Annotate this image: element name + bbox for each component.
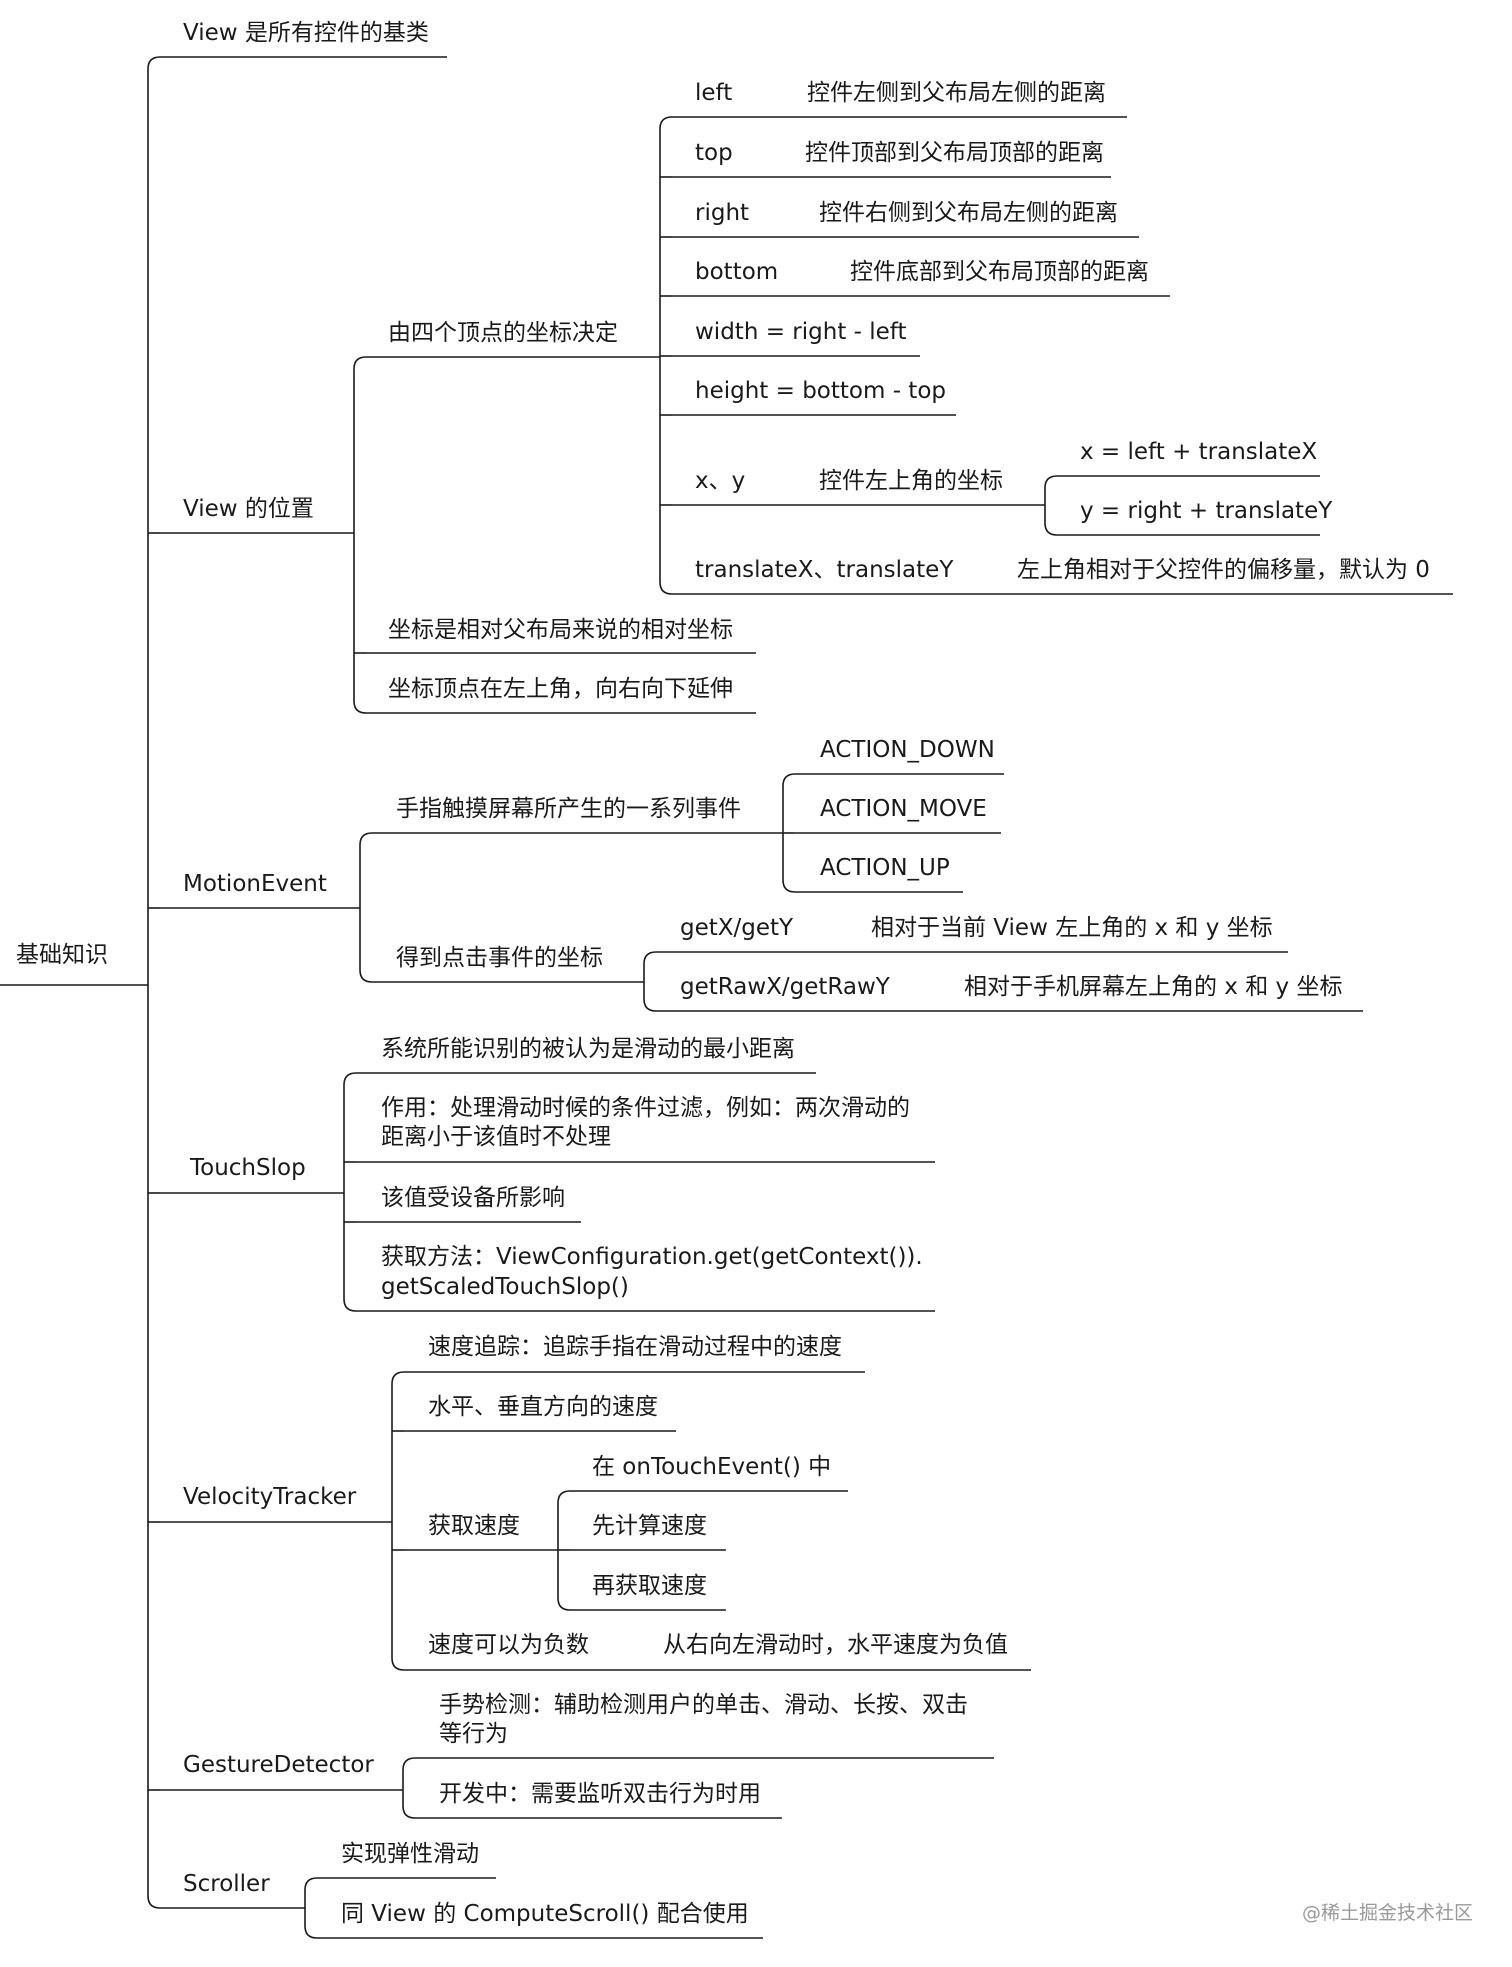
node-getraw-desc: 相对于手机屏幕左上角的 x 和 y 坐标 xyxy=(964,974,1343,1000)
node-x-formula[interactable]: x = left + translateX xyxy=(1080,439,1318,465)
node-velocity-tracker[interactable]: VelocityTracker xyxy=(183,1484,357,1510)
node-height[interactable]: height = bottom - top xyxy=(695,378,947,404)
node-getxy-desc: 相对于当前 View 左上角的 x 和 y 坐标 xyxy=(871,915,1273,941)
node-scroller[interactable]: Scroller xyxy=(183,1871,270,1897)
node-action-down[interactable]: ACTION_DOWN xyxy=(820,737,995,763)
node-top-desc: 控件顶部到父布局顶部的距离 xyxy=(805,140,1104,166)
node-get-line1[interactable]: 获取方法：ViewConfiguration.get(getContext())… xyxy=(381,1244,923,1270)
node-top-key[interactable]: top xyxy=(695,140,733,166)
node-compute-scroll[interactable]: 同 View 的 ComputeScroll() 配合使用 xyxy=(341,1901,749,1927)
node-touch-slop[interactable]: TouchSlop xyxy=(190,1155,306,1181)
node-compute-speed[interactable]: 先计算速度 xyxy=(592,1513,707,1539)
node-get-line2[interactable]: getScaledTouchSlop() xyxy=(381,1274,629,1300)
node-left-key[interactable]: left xyxy=(695,80,733,106)
node-elastic[interactable]: 实现弹性滑动 xyxy=(341,1841,479,1867)
node-detect-line1[interactable]: 手势检测：辅助检测用户的单击、滑动、长按、双击 xyxy=(439,1692,968,1718)
node-xy-key[interactable]: x、y xyxy=(695,468,746,494)
watermark: @稀土掘金技术社区 xyxy=(1302,1902,1474,1924)
node-fetch-speed[interactable]: 再获取速度 xyxy=(592,1573,707,1599)
node-translate-desc: 左上角相对于父控件的偏移量，默认为 0 xyxy=(1017,557,1430,583)
node-direction[interactable]: 水平、垂直方向的速度 xyxy=(428,1394,658,1420)
node-relative[interactable]: 坐标是相对父布局来说的相对坐标 xyxy=(388,617,733,643)
node-min-distance[interactable]: 系统所能识别的被认为是滑动的最小距离 xyxy=(381,1036,795,1062)
node-click-coords[interactable]: 得到点击事件的坐标 xyxy=(396,945,603,971)
node-bottom-desc: 控件底部到父布局顶部的距离 xyxy=(850,259,1149,285)
node-negative-key[interactable]: 速度可以为负数 xyxy=(428,1632,589,1658)
node-view-base[interactable]: View 是所有控件的基类 xyxy=(183,20,429,46)
node-detect-line2[interactable]: 等行为 xyxy=(439,1721,508,1747)
node-width[interactable]: width = right - left xyxy=(695,319,907,345)
node-xy-desc: 控件左上角的坐标 xyxy=(819,468,1003,494)
node-double-tap[interactable]: 开发中：需要监听双击行为时用 xyxy=(439,1781,761,1807)
node-by-vertices[interactable]: 由四个顶点的坐标决定 xyxy=(388,320,618,346)
node-action-up[interactable]: ACTION_UP xyxy=(820,855,950,881)
node-bottom-key[interactable]: bottom xyxy=(695,259,779,285)
node-usage-line1[interactable]: 作用：处理滑动时候的条件过滤，例如：两次滑动的 xyxy=(381,1095,910,1121)
node-getraw-key[interactable]: getRawX/getRawY xyxy=(680,974,890,1000)
node-motion-event[interactable]: MotionEvent xyxy=(183,871,327,897)
node-event-series[interactable]: 手指触摸屏幕所产生的一系列事件 xyxy=(396,796,741,822)
node-gesture-detector[interactable]: GestureDetector xyxy=(183,1752,374,1778)
node-tracking[interactable]: 速度追踪：追踪手指在滑动过程中的速度 xyxy=(428,1334,842,1360)
node-view-position[interactable]: View 的位置 xyxy=(183,496,314,522)
node-right-desc: 控件右侧到父布局左侧的距离 xyxy=(819,200,1118,226)
node-root[interactable]: 基础知识 xyxy=(16,942,108,968)
node-negative-desc: 从右向左滑动时，水平速度为负值 xyxy=(663,1632,1008,1658)
node-action-move[interactable]: ACTION_MOVE xyxy=(820,796,987,822)
node-get-speed[interactable]: 获取速度 xyxy=(428,1513,520,1539)
node-left-desc: 控件左侧到父布局左侧的距离 xyxy=(807,80,1106,106)
node-origin[interactable]: 坐标顶点在左上角，向右向下延伸 xyxy=(388,676,733,702)
node-getxy-key[interactable]: getX/getY xyxy=(680,915,794,941)
node-device[interactable]: 该值受设备所影响 xyxy=(381,1185,565,1211)
node-usage-line2[interactable]: 距离小于该值时不处理 xyxy=(381,1124,611,1150)
node-in-touch-event[interactable]: 在 onTouchEvent() 中 xyxy=(592,1454,832,1480)
node-right-key[interactable]: right xyxy=(695,200,750,226)
node-translate-key[interactable]: translateX、translateY xyxy=(695,557,954,583)
node-y-formula[interactable]: y = right + translateY xyxy=(1080,498,1333,524)
